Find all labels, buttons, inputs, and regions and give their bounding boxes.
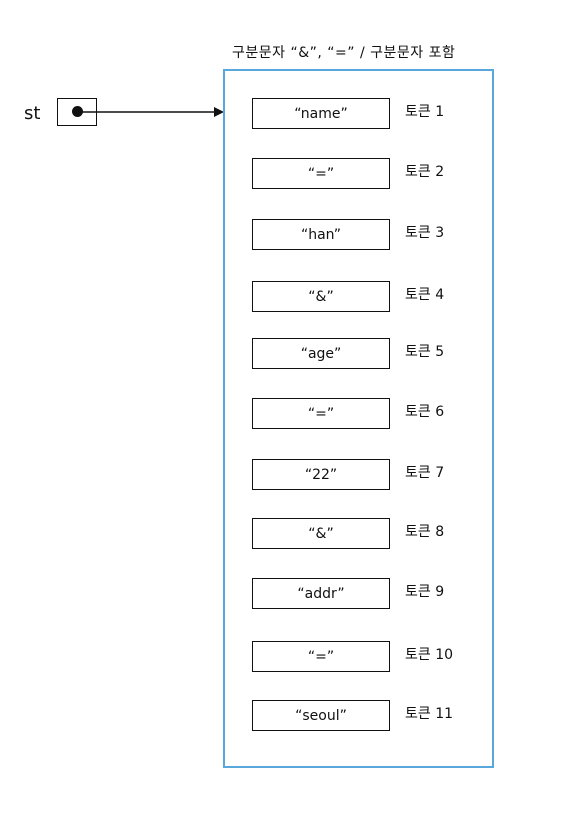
- token-index-label: 토큰 7: [405, 465, 445, 481]
- token-row: “seoul” 토큰 11: [0, 700, 586, 732]
- token-index-label: 토큰 4: [405, 287, 445, 303]
- token-row: “&” 토큰 8: [0, 518, 586, 550]
- token-row: “han” 토큰 3: [0, 219, 586, 251]
- token-value-box: “name”: [252, 98, 390, 129]
- token-value-box: “han”: [252, 219, 390, 250]
- token-index-label: 토큰 1: [405, 104, 445, 120]
- token-value-box: “age”: [252, 338, 390, 369]
- token-value-box: “&”: [252, 518, 390, 549]
- token-value-box: “=”: [252, 158, 390, 189]
- token-index-label: 토큰 6: [405, 404, 445, 420]
- token-value-box: “addr”: [252, 578, 390, 609]
- token-index-label: 토큰 11: [405, 706, 454, 722]
- token-array-container: [223, 69, 494, 768]
- token-row: “name” 토큰 1: [0, 98, 586, 130]
- token-row: “=” 토큰 2: [0, 158, 586, 190]
- token-row: “=” 토큰 10: [0, 641, 586, 673]
- variable-name-label: st: [24, 103, 41, 124]
- token-row: “&” 토큰 4: [0, 281, 586, 313]
- token-value-box: “seoul”: [252, 700, 390, 731]
- token-row: “addr” 토큰 9: [0, 578, 586, 610]
- token-index-label: 토큰 3: [405, 225, 445, 241]
- token-value-box: “22”: [252, 459, 390, 490]
- token-value-box: “&”: [252, 281, 390, 312]
- token-index-label: 토큰 5: [405, 344, 445, 360]
- token-value-box: “=”: [252, 398, 390, 429]
- pointer-dot-icon: [72, 106, 83, 117]
- token-index-label: 토큰 9: [405, 584, 445, 600]
- token-value-box: “=”: [252, 641, 390, 672]
- delimiter-header: 구분문자 “&”, “=” / 구분문자 포함: [232, 45, 456, 61]
- token-index-label: 토큰 2: [405, 164, 445, 180]
- token-index-label: 토큰 10: [405, 647, 454, 663]
- token-row: “age” 토큰 5: [0, 338, 586, 370]
- token-row: “22” 토큰 7: [0, 459, 586, 491]
- token-row: “=” 토큰 6: [0, 398, 586, 430]
- token-index-label: 토큰 8: [405, 524, 445, 540]
